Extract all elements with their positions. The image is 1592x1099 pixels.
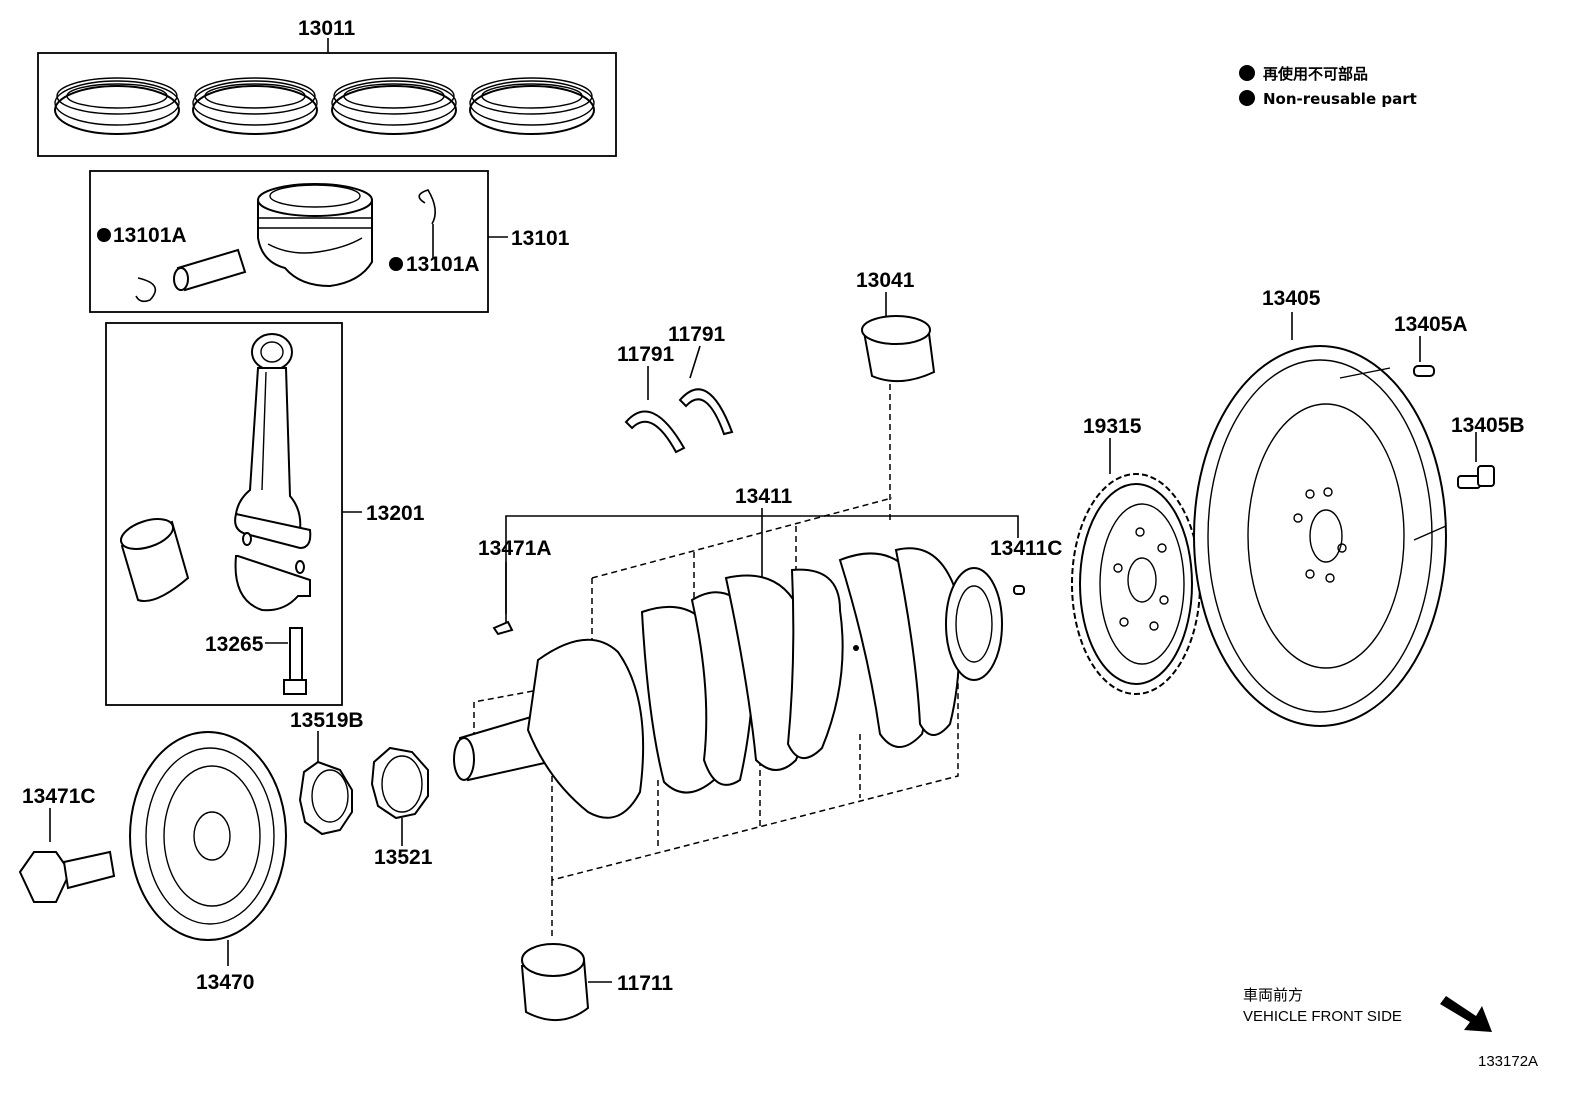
rod-bolt-icon xyxy=(283,627,307,695)
label-13411[interactable]: 13411 xyxy=(735,485,793,508)
label-13101A-right[interactable]: 13101A xyxy=(406,253,480,276)
connecting-rod-set[interactable] xyxy=(105,322,362,706)
main-bearing-11711[interactable] xyxy=(520,943,612,1022)
label-13011[interactable]: 13011 xyxy=(298,17,356,40)
legend-english: Non-reusable part xyxy=(1263,90,1417,108)
label-11791-left[interactable]: 11791 xyxy=(617,343,675,366)
piston-ring-icon xyxy=(192,77,318,135)
label-13041[interactable]: 13041 xyxy=(856,269,915,292)
drive-plate-13405[interactable] xyxy=(1193,312,1447,727)
connecting-rod-icon xyxy=(234,333,312,612)
piston-set[interactable] xyxy=(89,170,508,313)
non-reusable-bullet-icon xyxy=(97,228,111,242)
label-13265[interactable]: 13265 xyxy=(205,633,264,656)
legend: 再使用不可部品 Non-reusable part xyxy=(1239,65,1417,108)
bolt-13405B[interactable] xyxy=(1457,432,1495,489)
front-side-english: VEHICLE FRONT SIDE xyxy=(1243,1008,1402,1025)
label-13411C[interactable]: 13411C xyxy=(990,537,1062,560)
piston-ring-set[interactable] xyxy=(37,38,617,157)
vehicle-front-indicator: 車両前方 VEHICLE FRONT SIDE xyxy=(1243,987,1492,1032)
dowel-pin-13405A[interactable] xyxy=(1413,336,1435,377)
label-13470[interactable]: 13470 xyxy=(196,971,254,994)
crank-pulley-13470[interactable] xyxy=(129,731,287,966)
rod-bearing-icon xyxy=(120,518,190,602)
piston-icon xyxy=(257,183,373,288)
label-13101[interactable]: 13101 xyxy=(511,227,570,250)
label-19315[interactable]: 19315 xyxy=(1083,415,1142,438)
non-reusable-bullet-icon xyxy=(1239,90,1255,106)
front-side-japanese: 車両前方 xyxy=(1243,987,1303,1004)
snap-ring-icon xyxy=(135,277,157,303)
non-reusable-bullet-icon xyxy=(389,257,403,271)
timing-rotor-19315[interactable] xyxy=(1071,438,1201,695)
piston-ring-icon xyxy=(331,77,457,135)
label-13471C[interactable]: 13471C xyxy=(22,785,96,808)
legend-japanese: 再使用不可部品 xyxy=(1263,65,1368,83)
label-13201[interactable]: 13201 xyxy=(366,502,425,525)
label-13405[interactable]: 13405 xyxy=(1262,287,1321,310)
label-13101A-left[interactable]: 13101A xyxy=(113,224,187,247)
pulley-bolt-13471C[interactable] xyxy=(18,808,116,903)
crankshaft-13411[interactable] xyxy=(453,497,1025,938)
diagram-id: 133172A xyxy=(1478,1053,1538,1070)
non-reusable-bullet-icon xyxy=(1239,65,1255,81)
label-13519B[interactable]: 13519B xyxy=(290,709,364,732)
label-13405A[interactable]: 13405A xyxy=(1394,313,1468,336)
label-11711[interactable]: 11711 xyxy=(617,972,673,995)
timing-gear-13519B[interactable] xyxy=(298,731,353,836)
piston-ring-icon xyxy=(469,77,595,135)
thrust-washers-11791[interactable] xyxy=(624,345,734,454)
label-13521[interactable]: 13521 xyxy=(374,846,433,869)
label-13471A[interactable]: 13471A xyxy=(478,537,552,560)
timing-gear-13521[interactable] xyxy=(370,746,429,846)
front-direction-arrow-icon xyxy=(1440,996,1492,1032)
piston-ring-icon xyxy=(54,77,180,135)
snap-ring-icon xyxy=(418,189,436,225)
main-bearing-13041[interactable] xyxy=(861,292,936,520)
piston-pin-icon xyxy=(173,248,247,292)
label-11791-right[interactable]: 11791 xyxy=(668,323,726,346)
label-13405B[interactable]: 13405B xyxy=(1451,414,1525,437)
